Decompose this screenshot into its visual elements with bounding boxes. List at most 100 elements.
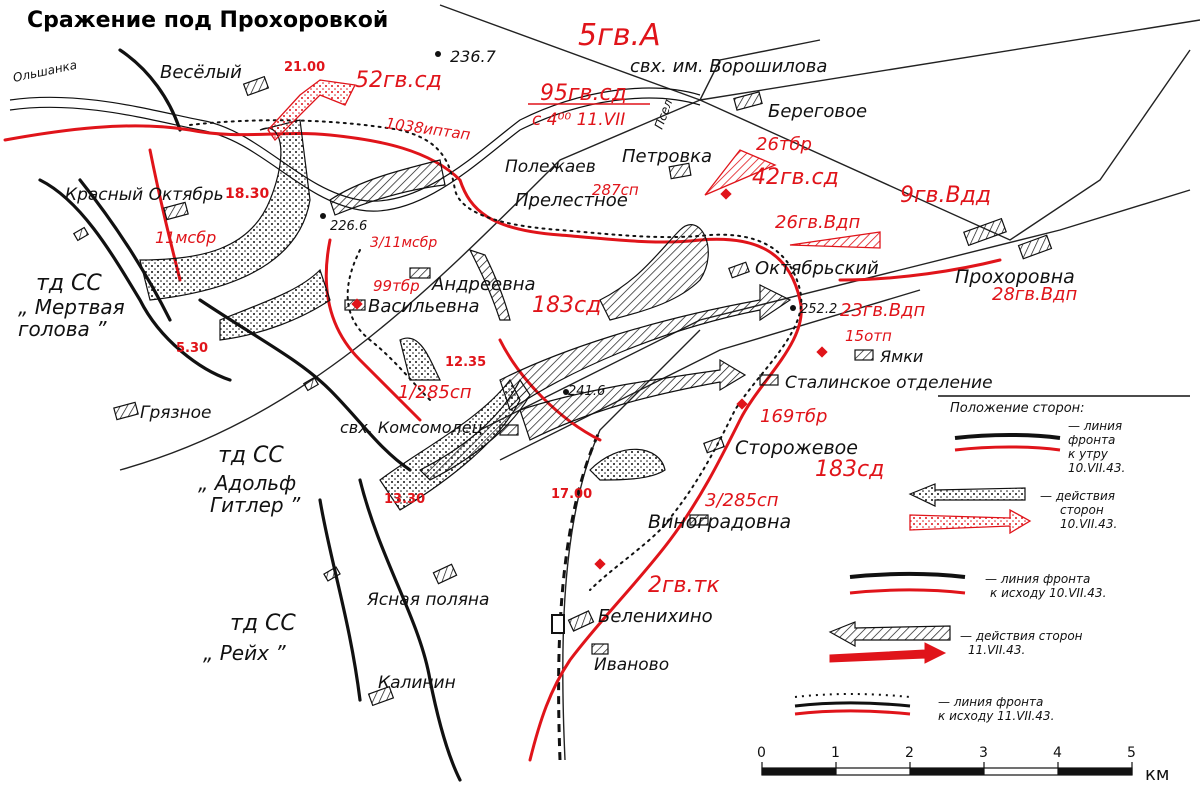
unit-42gv-sd: 42гв.сд	[752, 165, 839, 190]
time-5-30: 5.30	[176, 341, 208, 356]
scale-unit: км	[1145, 764, 1169, 785]
label-stalinskoe: Сталинское отделение	[785, 373, 993, 393]
legend-title: Положение сторон:	[950, 401, 1085, 416]
label-height-252-2: 252.2	[800, 302, 837, 317]
legend-swatch-actions-11-black	[828, 621, 951, 648]
station-belenikhino-icon	[551, 614, 565, 634]
label-krasny-oktyabr: Красный Октябрь	[65, 185, 224, 205]
villages	[72, 75, 1053, 707]
legend-item4-line2: 11.VII.43.	[968, 643, 1025, 657]
unit-287-sp: 287сп	[592, 181, 639, 199]
legend-item3-line2: к исходу 10.VII.43.	[990, 586, 1106, 600]
unit-26-tbr: 26тбр	[756, 134, 812, 155]
label-svh-komsomolets: свх. Комсомолец	[340, 418, 483, 437]
legend-item5-line2: к исходу 11.VII.43.	[938, 709, 1054, 723]
railroad	[557, 429, 602, 761]
unit-26gv-vdp: 26гв.Вдп	[775, 212, 860, 233]
unit-183-sd-north: 183сд	[532, 293, 601, 318]
scale-label-3: 3	[979, 745, 988, 761]
legend-item5-line1: — линия фронта	[938, 695, 1043, 709]
legend-swatch-front-evening-10-red	[849, 588, 966, 595]
label-height-236-7: 236.7	[450, 47, 497, 66]
unit-183-sd-south: 183сд	[815, 457, 884, 482]
unit-23gv-vdp: 23гв.Вдп	[840, 300, 925, 321]
red-markers	[351, 188, 828, 570]
unit-3-285-sp: 3/285сп	[705, 490, 779, 511]
legend-swatch-front-evening-10-black	[849, 572, 966, 579]
legend-item2-line2: сторон	[1060, 503, 1104, 517]
label-yamki: Ямки	[879, 347, 923, 366]
place-labels: Весёлый Ольшанка 236.7 свх. им. Ворошило…	[12, 47, 1075, 693]
unit-9gv-vdd: 9гв.Вдд	[900, 183, 991, 208]
time-13-30: 13.30	[384, 492, 425, 507]
unit-28gv-vdp: 28гв.Вдп	[992, 284, 1077, 305]
german-gitler: Гитлер ”	[210, 493, 301, 517]
legend-item1-line3: к утру	[1068, 447, 1109, 461]
legend-item2-line3: 10.VII.43.	[1060, 517, 1117, 531]
german-reich: „ Рейх ”	[203, 641, 286, 665]
legend-swatch-front-morning-red	[954, 445, 1061, 452]
label-height-226-6: 226.6	[330, 219, 367, 234]
label-height-241-6: 241.6	[568, 384, 605, 399]
front-black	[38, 48, 462, 782]
height-points	[320, 51, 796, 395]
arrows-dotted	[139, 119, 666, 511]
unit-15-otp: 15отп	[845, 327, 892, 345]
label-psel: Псел	[652, 97, 676, 131]
label-vesely: Весёлый	[160, 62, 242, 83]
label-storozhevoe: Сторожевое	[735, 437, 858, 459]
scale-label-5: 5	[1127, 745, 1136, 761]
german-td-ss-1: тд СС	[36, 271, 102, 296]
time-21-00: 21.00	[284, 60, 325, 75]
unit-1038-iptap: 1038иптап	[384, 114, 471, 144]
legend-swatch-front-11-red	[794, 709, 911, 716]
unit-2gv-tk: 2гв.тк	[648, 573, 720, 598]
label-ivanovo: Иваново	[594, 655, 669, 675]
label-svh-voroshilova: свх. им. Ворошилова	[630, 56, 827, 77]
label-andreevka: Андреевна	[431, 274, 536, 295]
map-title: Сражение под Прохоровкой	[27, 8, 388, 33]
unit-5gv-a: 5гв.А	[578, 18, 661, 53]
label-belenikhino: Беленихино	[598, 606, 713, 627]
scale-label-4: 4	[1053, 745, 1062, 761]
unit-99-tbr: 99тбр	[373, 277, 420, 295]
arrows-red	[267, 79, 1032, 664]
label-beregovoe: Береговое	[768, 101, 867, 122]
legend-item3-line1: — линия фронта	[985, 572, 1090, 586]
label-olshanka: Ольшанка	[12, 58, 78, 85]
legend: Положение сторон: — линия фронта к утру …	[794, 395, 1190, 723]
soviet-unit-labels: 5гв.А 52гв.сд 95гв.сд с 4⁰⁰ 11.VII 1038и…	[155, 18, 1077, 598]
scale-bar: 0 1 2 3 4 5 км	[757, 745, 1169, 785]
unit-11-msbr: 11мсбр	[155, 228, 216, 247]
legend-item1-line2: фронта	[1068, 433, 1115, 447]
legend-swatch-front-11-dotted	[794, 693, 911, 698]
legend-item1-line1: — линия	[1068, 419, 1122, 433]
unit-1-285-sp: 1/285сп	[398, 382, 472, 403]
label-polezhaev: Полежаев	[505, 157, 596, 177]
label-gryaznoe: Грязное	[140, 403, 212, 423]
label-petrovka: Петровка	[622, 146, 712, 167]
unit-169-tbr: 169тбр	[760, 406, 827, 427]
label-oktyabrsky: Октябрьский	[755, 258, 879, 279]
label-vasilevka: Васильевна	[368, 296, 480, 317]
time-12-35: 12.35	[445, 355, 486, 370]
label-vinogradovka: Виноградовна	[648, 511, 791, 533]
legend-swatch-front-evening-10-gap	[849, 579, 966, 584]
time-labels: 21.00 18.30 5.30 12.35 13.30 17.00	[176, 60, 592, 507]
unit-3-11-msbr: 3/11мсбр	[370, 235, 437, 251]
german-mertvaya: „ Мертвая	[18, 295, 125, 319]
legend-item2-line1: — действия	[1040, 489, 1115, 503]
legend-item4-line1: — действия сторон	[960, 629, 1083, 643]
unit-95gv-time: с 4⁰⁰ 11.VII	[532, 110, 625, 130]
label-prokhorovka: Прохоровна	[955, 266, 1075, 288]
scale-label-2: 2	[905, 745, 914, 761]
label-yasnaya-polyana: Ясная поляна	[366, 590, 489, 610]
unit-95gv-sd: 95гв.сд	[540, 81, 627, 106]
legend-swatch-front-morning-black	[954, 433, 1061, 440]
unit-52gv-sd: 52гв.сд	[355, 68, 442, 93]
german-td-ss-3: тд СС	[230, 611, 296, 636]
legend-item1-line4: 10.VII.43.	[1068, 461, 1125, 475]
german-unit-labels: тд СС „ Мертвая голова ” тд СС „ Адольф …	[18, 271, 301, 665]
